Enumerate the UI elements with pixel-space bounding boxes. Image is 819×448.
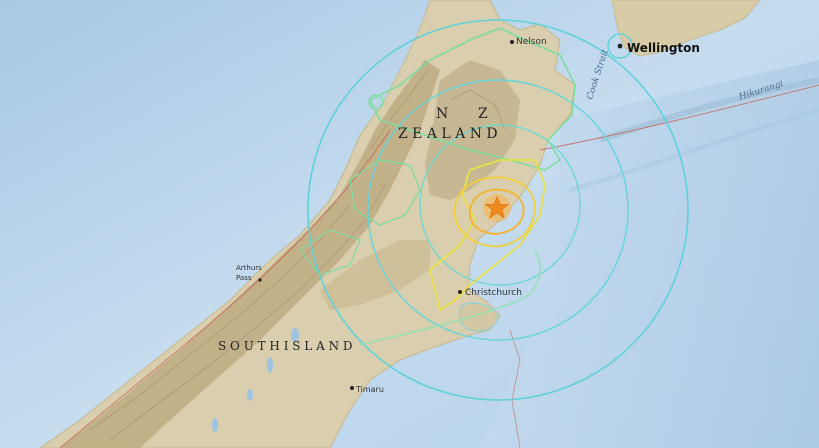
intensity-contours: [299, 19, 689, 401]
banks-peninsula: [458, 302, 499, 332]
label-nz-z: Z: [478, 106, 488, 122]
dot-icon: [617, 43, 623, 49]
trench-line: [509, 329, 521, 448]
star-icon[interactable]: [483, 194, 511, 222]
label-christchurch: Christchurch: [465, 288, 522, 298]
label-zealand: Z E A L A N D: [398, 126, 498, 142]
label-timaru: Timaru: [355, 385, 384, 394]
southern-alps: [60, 60, 440, 448]
fault-lines: [59, 84, 819, 448]
ridge-texture: [89, 69, 506, 441]
dot-icon: [510, 40, 514, 44]
label-nz-n: N: [436, 106, 448, 122]
dot-icon: [258, 278, 262, 282]
label-wellington: Wellington: [627, 41, 700, 55]
city-markers: [258, 40, 623, 390]
mountain-range-mid: [320, 240, 430, 310]
lakes: [212, 328, 299, 432]
bathymetry-ridge-2: [569, 108, 819, 192]
label-arthurs-pass-2: Pass: [236, 274, 252, 282]
dot-icon: [350, 386, 354, 390]
label-arthurs-pass: Arthurs: [236, 264, 262, 272]
label-south-island: S O U T H I S L A N D: [218, 339, 353, 353]
dot-icon: [458, 290, 462, 294]
label-nelson: Nelson: [516, 37, 547, 47]
north-island-land: [611, 0, 761, 57]
